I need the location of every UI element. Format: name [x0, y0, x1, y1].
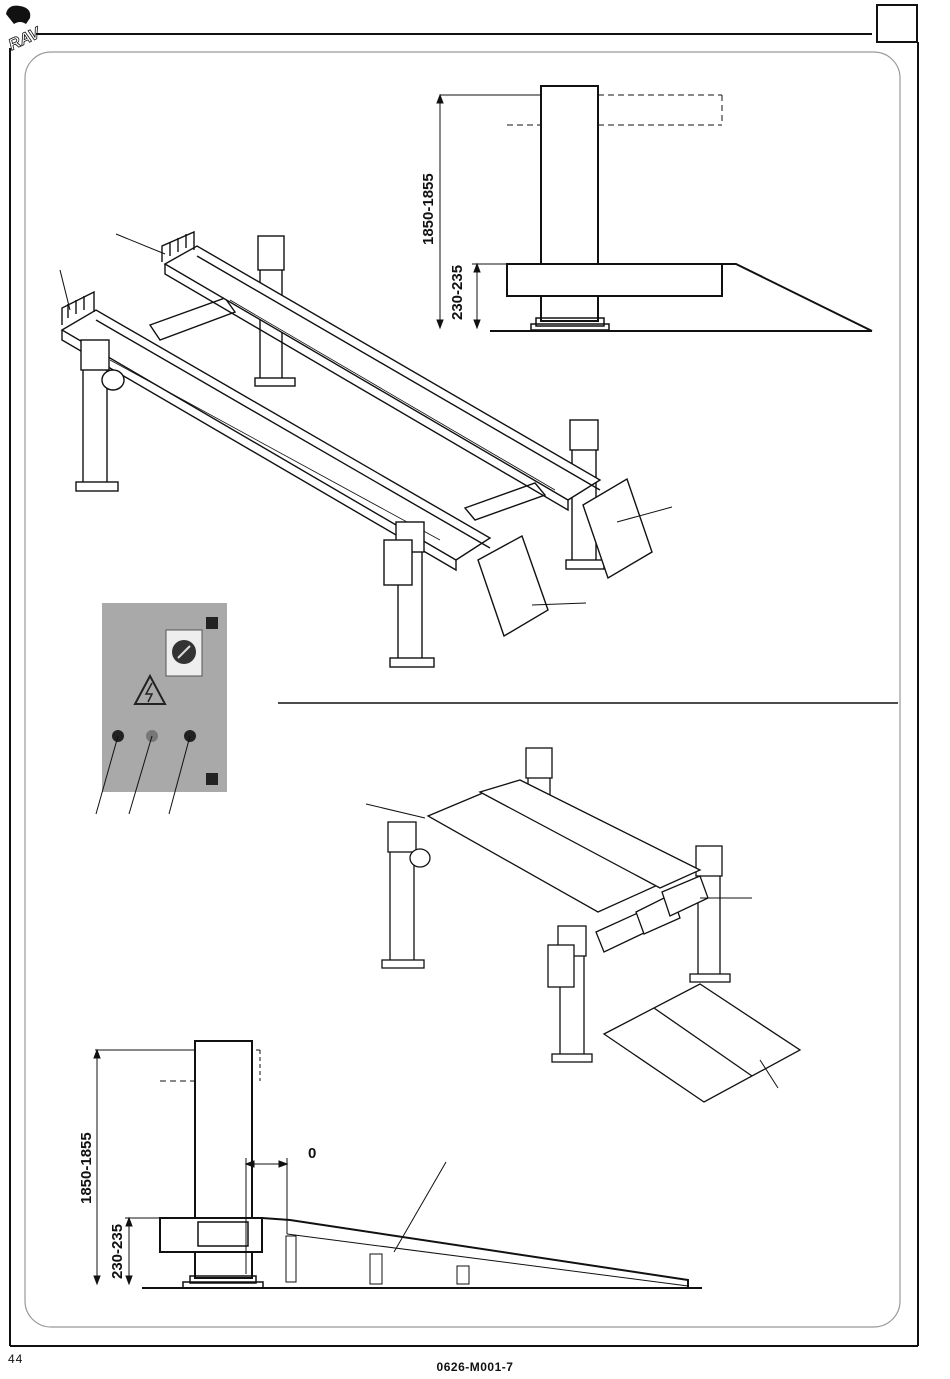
logo-icon: RAV — [6, 6, 44, 54]
top-height-dimension: 1850-1855 — [420, 173, 437, 245]
control-panel-image — [102, 603, 227, 792]
isometric-lift-drawing-small — [366, 748, 800, 1102]
header-box — [877, 5, 917, 42]
bottom-elevation-drawing — [94, 1041, 702, 1288]
top-elevation-drawing — [437, 86, 872, 331]
isometric-lift-drawing-large — [60, 232, 672, 667]
bottom-height-dimension: 1850-1855 — [78, 1132, 95, 1204]
document-code: 0626-M001-7 — [0, 1360, 950, 1374]
bottom-base-dimension: 230-235 — [109, 1224, 126, 1279]
top-base-dimension: 230-235 — [449, 265, 466, 320]
bottom-gap-dimension: 0 — [308, 1145, 316, 1162]
logo-text: RAV — [6, 24, 44, 54]
